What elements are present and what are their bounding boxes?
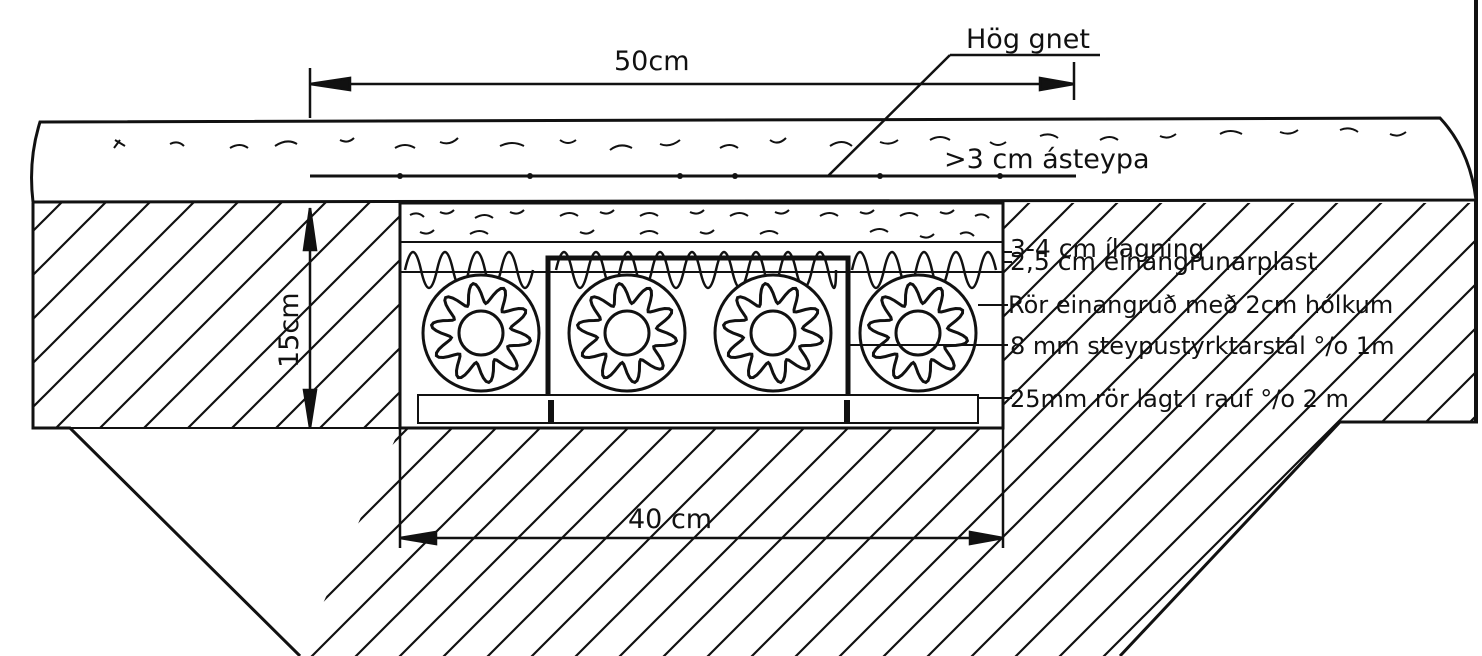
mesh-leader <box>827 53 1100 177</box>
dimension-40cm <box>398 428 1005 548</box>
label-screed: >3 cm ásteypa <box>944 144 1150 175</box>
label-layer-insulation-board: 2,5 cm einangrunarplast <box>1010 247 1318 276</box>
label-mesh: Hög gnet <box>966 24 1090 55</box>
pipe-4 <box>858 273 978 393</box>
pipe-1 <box>421 273 541 393</box>
pipe-3 <box>713 273 833 393</box>
ground-right <box>1003 203 1478 656</box>
label-depth: 15cm <box>274 292 305 368</box>
fill-layer <box>409 209 990 239</box>
pipe-channel <box>417 394 979 424</box>
rebar-cage <box>545 255 851 420</box>
label-width-bottom: 40 cm <box>628 504 712 535</box>
insulation-board <box>403 250 998 290</box>
dimension-50cm <box>308 62 1076 118</box>
label-layer-pipe-insulation: Rör einangruð með 2cm hólkum <box>1008 291 1393 319</box>
label-layer-pipe: 25mm rör lagt í rauf °/o 2 m <box>1010 385 1349 413</box>
pipes <box>421 273 978 393</box>
screed-aggregate <box>113 127 1407 151</box>
dimension-15cm <box>302 207 318 429</box>
pipe-2 <box>567 273 687 393</box>
label-layer-fill: 3-4 cm ílagning <box>1010 234 1204 263</box>
label-width-top: 50cm <box>614 46 690 77</box>
label-layer-rebar: 8 mm steypustyrktarstál °/o 1m <box>1010 332 1394 360</box>
ground-bottom <box>300 428 1003 656</box>
concrete-screed-slab <box>30 116 1478 204</box>
